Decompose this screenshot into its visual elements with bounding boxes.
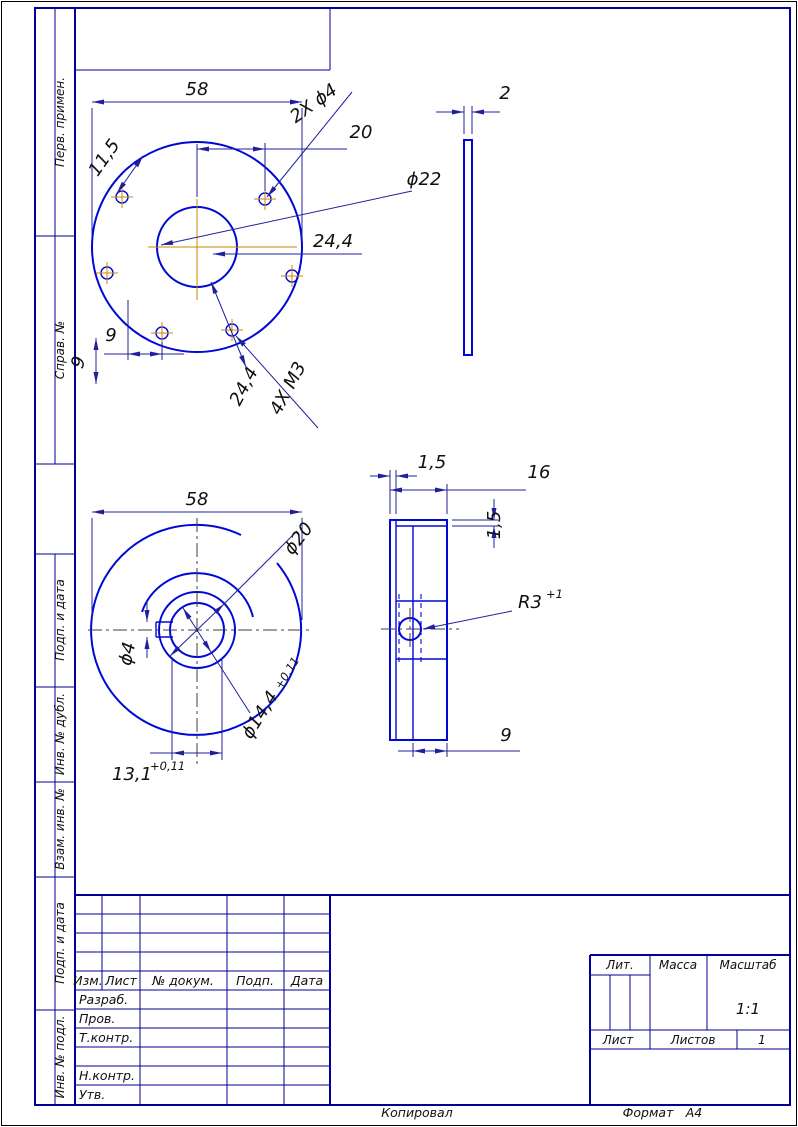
tb-izm: Изм. [73,973,102,988]
dim-9-depth: 9 [500,725,511,746]
sheet-footer: Копировал Формат А4 [381,1105,702,1120]
tb-doc: № докум. [151,973,214,988]
footer-kopiroval: Копировал [381,1105,452,1120]
dim-58-flange: 58 [186,79,209,100]
tb-utv: Утв. [79,1087,105,1102]
footer-format-value: А4 [685,1105,703,1120]
title-block: Изм. Лист № докум. Подп. Дата Разраб. Пр… [73,894,791,1106]
tb-nkontr: Н.контр. [79,1068,135,1083]
tb-razrab: Разраб. [79,992,128,1007]
dimensions-plate: 2 [436,83,511,134]
tb-massa: Масса [659,958,697,972]
tb-list-col: Лист [104,973,137,988]
dim-1-5-wall: 1,5 [418,452,447,473]
dim-1-5-top: 1,5 [484,511,505,540]
tb-listov-value: 1 [758,1033,766,1047]
dim-2-thickness: 2 [499,83,510,104]
dim-58-scroll: 58 [186,489,209,510]
dim-phi22: ϕ22 [407,169,442,190]
tb-podp: Подп. [236,973,274,988]
dim-13-1-tolerance: +0,11 [150,759,185,773]
dim-r3: R3 [518,592,542,613]
stamp-sprav-no: Справ. № [53,321,67,379]
view-plate-side: 2 [436,83,511,356]
tb-prov: Пров. [79,1011,115,1026]
dim-phi4-keyway: ϕ4 [115,640,140,667]
dim-13-1: 13,1 [112,764,152,785]
tb-masshtab: Масштаб [719,958,777,972]
tb-scale-value: 1:1 [736,1000,760,1018]
stamp-podp-data-2: Подп. и дата [53,902,67,984]
stamp-perv-primen: Перв. примен. [53,77,67,167]
tb-tkontr: Т.контр. [79,1030,133,1045]
tb-list: Лист [602,1033,634,1047]
dim-20: 20 [350,122,373,143]
stamp-inv-podl: Инв. № подл. [53,1016,67,1099]
side-stamp-column: Перв. примен. Справ. № Подп. и дата Инв.… [35,8,75,1105]
dim-r3-tolerance: +1 [546,587,563,601]
stamp-vzam-inv: Взам. инв. № [53,788,67,869]
dim-24-4-horizontal: 24,4 [313,231,353,252]
stamp-podp-data-1: Подп. и дата [53,579,67,661]
view-scroll-side: 1,5 16 1,5 R3 +1 9 [370,452,563,757]
stamp-inv-dubl: Инв. № дубл. [53,693,67,775]
dim-16-width: 16 [528,462,551,483]
tb-date: Дата [290,973,323,988]
dimensions-scroll-side: 1,5 16 1,5 R3 +1 9 [370,452,563,757]
tb-listov: Листов [670,1033,716,1047]
tb-lit: Лит. [605,958,634,972]
footer-format: Формат [623,1105,674,1120]
dim-9-horizontal: 9 [105,325,116,346]
